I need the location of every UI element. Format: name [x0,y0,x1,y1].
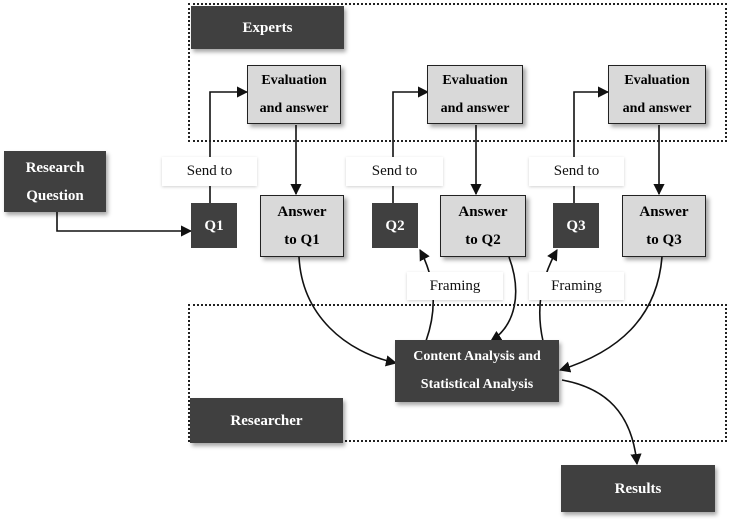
send-to-label-2: Send to [346,157,443,186]
arrow-answer-2-to-analysis [490,256,517,342]
framing-label-1: Framing [407,272,503,300]
results-box: Results [561,465,715,512]
researcher-region [188,304,727,442]
q1-box: Q1 [191,203,237,248]
arrow-question-to-q1 [56,212,193,237]
evaluation-box-1: Evaluation and answer [247,65,341,124]
evaluation-box-3: Evaluation and answer [608,65,706,124]
answer-box-1: Answer to Q1 [260,195,344,257]
send-to-label-1: Send to [162,157,257,186]
q3-box: Q3 [553,203,599,248]
experts-region [188,3,727,142]
send-to-label-3: Send to [529,157,624,186]
evaluation-box-2: Evaluation and answer [427,65,523,124]
q2-box: Q2 [372,203,418,248]
experts-label: Experts [191,6,344,49]
arrow-answer-1-to-analysis [298,256,398,367]
framing-label-2: Framing [529,272,624,300]
research-question-box: Research Question [4,151,106,212]
arrow-answer-3-to-analysis [558,256,663,373]
researcher-label: Researcher [190,398,343,443]
arrow-analysis-to-results [561,379,642,466]
answer-box-3: Answer to Q3 [622,195,706,257]
analysis-box: Content Analysis and Statistical Analysi… [395,340,559,402]
answer-box-2: Answer to Q2 [440,195,526,257]
